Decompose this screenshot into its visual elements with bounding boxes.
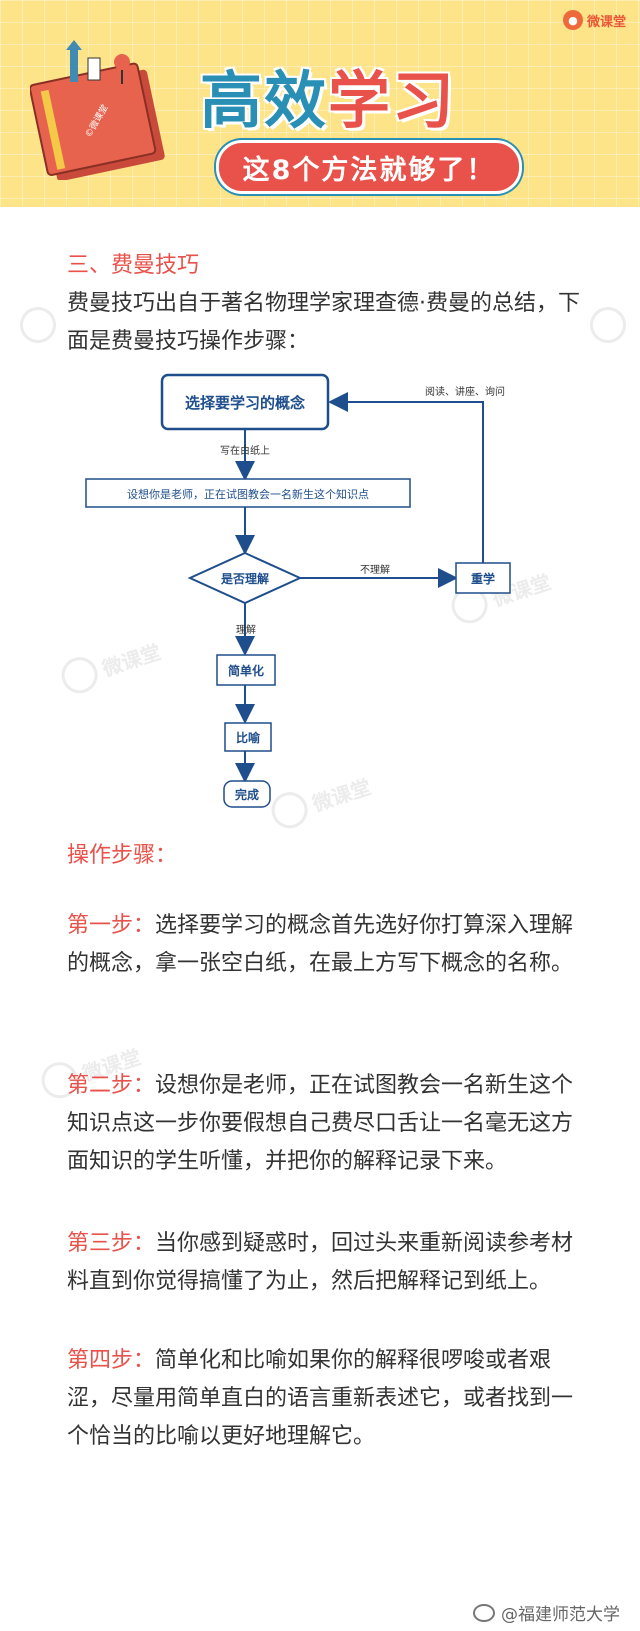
flow-node-done xyxy=(223,780,271,808)
header-banner: ● 微课堂 ©微课堂 高效学习 这8个方法就够了！ xyxy=(0,0,640,207)
ops-title: 操作步骤： xyxy=(67,843,178,868)
flow-node-choose-label: 选择要学习的概念 xyxy=(185,394,305,412)
step-2-text: 设想你是老师，正在试图教会一名新生这个知识点这一步你要假想自己费尽口舌让一名毫无… xyxy=(67,1073,574,1174)
flow-node-analogy xyxy=(224,722,272,752)
footer-text: @福建师范大学 xyxy=(501,1605,620,1625)
step-3: 第三步：当你感到疑惑时，回过头来重新阅读参考材料直到你觉得搞懂了为止，然后把解释… xyxy=(67,1225,587,1301)
watermark-icon xyxy=(15,302,61,348)
flow-node-simplify xyxy=(216,654,276,686)
watermark xyxy=(15,302,61,348)
flow-node-relearn-label: 重学 xyxy=(471,571,495,586)
flow-label-reread: 阅读、讲座、询问 xyxy=(425,385,505,398)
step-4-text: 简单化和比喻如果你的解释很啰唆或者艰涩，尽量用简单直白的语言重新表述它，或者找到… xyxy=(67,1348,574,1449)
watermark xyxy=(585,302,631,348)
feynman-flowchart: 选择要学习的概念 写在白纸上 设想你是老师，正在试图教会一名新生这个知识点 是否… xyxy=(70,367,590,812)
step-2-label: 第二步： xyxy=(67,1073,156,1098)
step-3-label: 第三步： xyxy=(67,1231,156,1256)
step-1-label: 第一步： xyxy=(67,913,156,938)
brand-name: 微课堂 xyxy=(586,14,626,30)
flow-label-write: 写在白纸上 xyxy=(220,444,270,457)
title-part-1: 高效 xyxy=(200,64,329,137)
chat-bubble-icon: ● xyxy=(562,10,583,30)
footer-credit: @福建师范大学 xyxy=(473,1600,620,1625)
flow-node-done-label: 完成 xyxy=(235,787,259,802)
page-title: 高效学习 xyxy=(200,50,456,140)
step-2: 第二步：设想你是老师，正在试图教会一名新生这个知识点这一步你要假想自己费尽口舌让… xyxy=(67,1067,587,1181)
flow-label-not-understand: 不理解 xyxy=(360,563,390,576)
step-1-text: 选择要学习的概念首先选好你打算深入理解的概念，拿一张空白纸，在最上方写下概念的名… xyxy=(67,913,574,976)
step-4-label: 第四步： xyxy=(67,1348,156,1373)
flow-node-relearn xyxy=(455,562,511,594)
step-3-text: 当你感到疑惑时，回过头来重新阅读参考材料直到你觉得搞懂了为止，然后把解释记到纸上… xyxy=(67,1231,574,1294)
flow-node-understand-label: 是否理解 xyxy=(220,571,269,586)
step-4: 第四步：简单化和比喻如果你的解释很啰唆或者艰涩，尽量用简单直白的语言重新表述它，… xyxy=(67,1342,587,1456)
watermark-icon xyxy=(585,302,631,348)
flow-node-teach-label: 设想你是老师，正在试图教会一名新生这个知识点 xyxy=(127,487,369,501)
weibo-icon xyxy=(473,1603,495,1622)
flow-node-simplify-label: 简单化 xyxy=(228,663,264,678)
flow-node-teach xyxy=(85,478,411,508)
subtitle-badge: 这8个方法就够了！ xyxy=(216,140,522,194)
section-title: 三、费曼技巧 xyxy=(67,253,200,278)
brand-logo: ● 微课堂 xyxy=(562,10,626,30)
title-part-2: 学习 xyxy=(328,64,457,137)
step-1: 第一步：选择要学习的概念首先选好你打算深入理解的概念，拿一张空白纸，在最上方写下… xyxy=(67,907,587,983)
book-illustration-icon: ©微课堂 xyxy=(30,40,165,180)
flow-label-understood: 理解 xyxy=(236,623,256,636)
flow-arrow-loop xyxy=(328,392,484,563)
flow-node-analogy-label: 比喻 xyxy=(236,730,261,745)
article-body: 微课堂 微课堂 微课堂 微课堂 三、费曼技巧 费曼技巧出自于著名物理学家理查德·… xyxy=(0,207,640,1631)
flowchart-svg: 选择要学习的概念 写在白纸上 设想你是老师，正在试图教会一名新生这个知识点 是否… xyxy=(85,373,511,808)
section-intro: 费曼技巧出自于著名物理学家理查德·费曼的总结，下面是费曼技巧操作步骤： xyxy=(67,291,580,354)
